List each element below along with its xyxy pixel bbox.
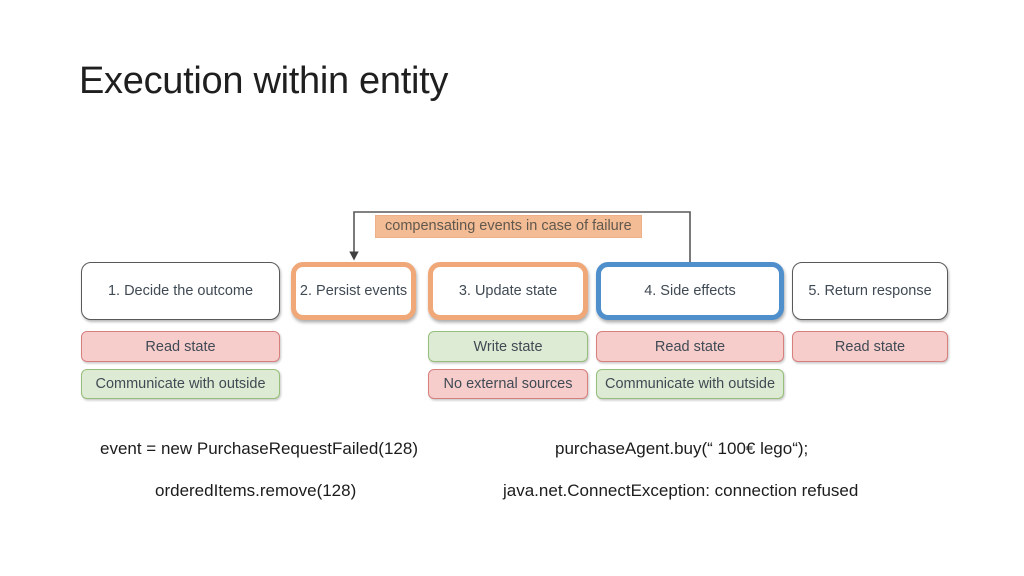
tag-step5-read-state: Read state [792, 331, 948, 362]
tag-step3-write-state: Write state [428, 331, 588, 362]
step-3-update-state: 3. Update state [428, 262, 588, 320]
tag-step4-read-state: Read state [596, 331, 784, 362]
tag-step4-communicate-outside: Communicate with outside [596, 369, 784, 399]
code-ordereditems-remove: orderedItems.remove(128) [155, 481, 357, 500]
callout-compensating-events: compensating events in case of failure [375, 215, 642, 238]
code-purchaseagent-buy: purchaseAgent.buy(“ 100€ lego“); [555, 439, 809, 458]
page-title: Execution within entity [79, 60, 449, 102]
tag-step3-no-external-sources: No external sources [428, 369, 588, 399]
step-5-return-response: 5. Return response [792, 262, 948, 320]
step-1-decide-outcome: 1. Decide the outcome [81, 262, 280, 320]
tag-step1-read-state: Read state [81, 331, 280, 362]
step-4-side-effects: 4. Side effects [596, 262, 784, 320]
code-event-purchase-request-failed: event = new PurchaseRequestFailed(128) [100, 439, 418, 458]
tag-step1-communicate-outside: Communicate with outside [81, 369, 280, 399]
code-connect-exception: java.net.ConnectException: connection re… [503, 481, 859, 500]
step-2-persist-events: 2. Persist events [291, 262, 416, 320]
